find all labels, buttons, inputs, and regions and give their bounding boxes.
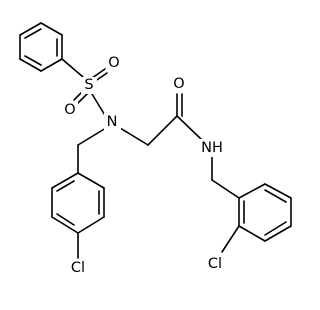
sulfonamide-nitrogen-label: N [107, 114, 118, 130]
amide-nh-label: NH [201, 140, 223, 156]
atom-sulfonamide-nitrogen: N [104, 113, 121, 131]
bond-phenyl-s [61, 58, 84, 78]
bond-n-ch2 [119, 127, 149, 146]
chlorine-ortho-label: Cl [208, 256, 222, 272]
sulfonyl-oxygen-left-label: O [64, 102, 75, 118]
phenyl-ring [19, 22, 63, 72]
carbonyl-oxygen-label: O [173, 76, 184, 92]
chlorophenyl-ring-ortho [238, 183, 292, 242]
atom-chlorine-ortho: Cl [203, 255, 228, 273]
bond-n-benzyl [77, 127, 107, 146]
bond-ch2-ring [211, 179, 240, 199]
bond-ch2-carbonyl [147, 115, 178, 146]
bond-ring-cl-ortho [221, 225, 240, 253]
sulfur-label: S [84, 77, 93, 93]
atom-sulfur: S [81, 77, 97, 94]
atom-sulfonyl-oxygen-right: O [107, 55, 122, 72]
atom-carbonyl-oxygen: O [172, 76, 187, 93]
chlorophenyl-ring-para [51, 172, 105, 234]
atom-sulfonyl-oxygen-left: O [63, 102, 78, 119]
atom-amide-nitrogen: NH [199, 139, 226, 157]
atom-chlorine-para: Cl [66, 259, 91, 277]
bond-carbonyl-nh [176, 115, 202, 140]
carbonyl-bond [176, 93, 183, 117]
chlorine-para-label: Cl [71, 260, 85, 276]
bond-s-n [91, 93, 107, 118]
sulfonyl-oxygen-right-label: O [108, 55, 119, 71]
